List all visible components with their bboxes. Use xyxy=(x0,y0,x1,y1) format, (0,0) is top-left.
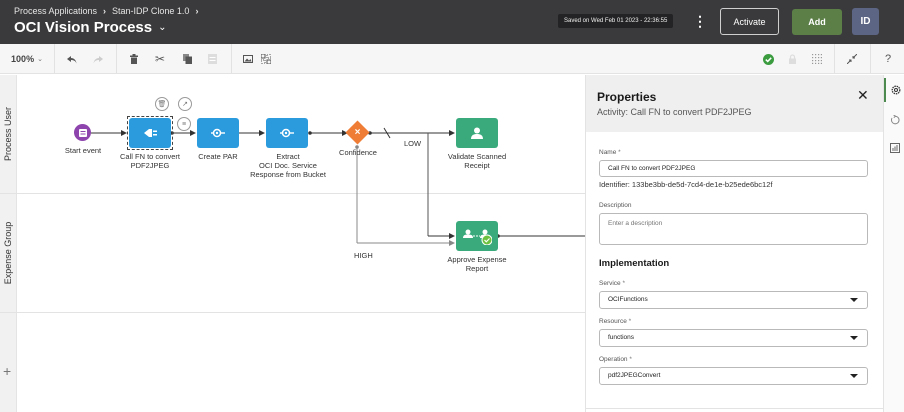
task-create-par[interactable] xyxy=(197,118,239,148)
history-icon[interactable] xyxy=(884,108,904,132)
toolbar-divider xyxy=(54,44,55,73)
panel-divider xyxy=(586,408,884,409)
analytics-icon[interactable] xyxy=(884,136,904,160)
page-title[interactable]: OCI Vision Process ⌄ xyxy=(14,19,167,36)
properties-panel: Properties Activity: Call FN to convert … xyxy=(585,75,884,412)
description-label: Description xyxy=(599,202,632,209)
resource-label: Resource * xyxy=(599,318,632,325)
collapse-icon[interactable] xyxy=(843,44,861,74)
user-icon xyxy=(471,127,483,139)
image-icon[interactable] xyxy=(239,44,257,74)
edge-label-high: HIGH xyxy=(354,251,373,260)
node-menu-icon[interactable]: ≡ xyxy=(177,117,191,131)
app-header: Process Applications › Stan-IDP Clone 1.… xyxy=(0,0,904,44)
breadcrumb-application[interactable]: Stan-IDP Clone 1.0 xyxy=(112,6,190,16)
breadcrumb-process-applications[interactable]: Process Applications xyxy=(14,6,98,16)
saved-status-badge: Saved on Wed Feb 01 2023 - 22:36:55 xyxy=(558,14,674,28)
task-approve[interactable] xyxy=(456,221,498,251)
chevron-right-icon: › xyxy=(103,6,107,16)
add-lane-area xyxy=(0,313,17,412)
operation-label: Operation * xyxy=(599,356,632,363)
properties-subtitle: Activity: Call FN to convert PDF2JPEG xyxy=(597,107,752,117)
toolbar-divider xyxy=(231,44,232,73)
name-field[interactable] xyxy=(599,160,868,177)
start-event[interactable] xyxy=(74,124,91,141)
toolbar: 100% ⌄ ✂ ? xyxy=(0,44,904,74)
zoom-level-dropdown[interactable]: 100% ⌄ xyxy=(11,54,43,64)
breadcrumb: Process Applications › Stan-IDP Clone 1.… xyxy=(14,6,198,16)
implementation-heading: Implementation xyxy=(599,258,670,269)
process-canvas[interactable]: Process User Expense Group + xyxy=(0,75,585,412)
redo-icon[interactable] xyxy=(89,44,107,74)
lane-divider xyxy=(0,312,585,313)
name-label: Name * xyxy=(599,149,621,156)
sequence-flows xyxy=(91,127,585,246)
task-extract[interactable] xyxy=(266,118,308,148)
undo-icon[interactable] xyxy=(63,44,81,74)
chevron-down-icon: ⌄ xyxy=(37,56,43,63)
service-select[interactable]: OCIFunctions xyxy=(599,291,868,309)
selection-outline xyxy=(127,116,173,150)
lock-icon[interactable] xyxy=(783,44,801,74)
activate-button[interactable]: Activate xyxy=(720,8,779,35)
connector-icon xyxy=(211,128,225,138)
lane-expense-group[interactable]: Expense Group xyxy=(0,194,17,312)
copy-icon[interactable] xyxy=(178,44,196,74)
help-icon[interactable]: ? xyxy=(884,53,892,65)
delete-icon[interactable] xyxy=(125,44,143,74)
more-options-icon[interactable]: ⋮ xyxy=(693,13,707,29)
identifier-text: Identifier: 133be3bb-de5d-7cd4-de1e-b25e… xyxy=(599,180,773,189)
start-event-label: Start event xyxy=(64,146,102,155)
delete-node-icon[interactable]: 🗑 xyxy=(155,97,169,111)
exclusive-gateway-x-icon: × xyxy=(354,127,361,138)
grid-icon[interactable] xyxy=(808,44,826,74)
properties-header: Properties Activity: Call FN to convert … xyxy=(586,75,884,132)
caret-down-icon xyxy=(850,374,858,378)
lane-process-user[interactable]: Process User xyxy=(0,75,17,193)
right-rail xyxy=(883,75,904,412)
connect-arrow-icon[interactable]: ↗ xyxy=(178,97,192,111)
chevron-down-icon[interactable]: ⌄ xyxy=(158,22,167,33)
service-label: Service * xyxy=(599,280,626,287)
caret-down-icon xyxy=(850,298,858,302)
task-call-fn-label: Call FN to convert PDF2JPEG xyxy=(119,152,181,170)
layout-icon[interactable] xyxy=(257,44,275,74)
gateway-confidence-label: Confidence xyxy=(339,148,377,157)
chevron-right-icon: › xyxy=(195,6,199,16)
properties-title: Properties xyxy=(597,90,657,104)
task-call-fn[interactable] xyxy=(129,118,171,148)
toolbar-divider xyxy=(116,44,117,73)
task-extract-label: Extract OCI Doc. Service Response from B… xyxy=(250,152,326,179)
connector-icon xyxy=(280,128,294,138)
task-validate-label: Validate Scanned Receipt xyxy=(447,152,507,170)
add-button[interactable]: Add xyxy=(792,9,842,35)
add-lane-plus-icon[interactable]: + xyxy=(3,363,12,379)
lane-divider xyxy=(0,193,585,194)
paste-icon[interactable] xyxy=(203,44,221,74)
caret-down-icon xyxy=(850,336,858,340)
properties-gear-icon[interactable] xyxy=(884,78,904,102)
edge-label-low: LOW xyxy=(404,139,422,148)
approval-users-icon xyxy=(463,229,492,245)
task-approve-label: Approve Expense Report xyxy=(447,255,507,273)
form-icon xyxy=(78,128,87,137)
close-icon[interactable]: ✕ xyxy=(857,87,869,103)
task-validate[interactable] xyxy=(456,118,498,148)
avatar[interactable]: ID xyxy=(852,8,879,35)
cut-icon[interactable]: ✂ xyxy=(154,52,166,66)
operation-select[interactable]: pdf2JPEGConvert xyxy=(599,367,868,385)
toolbar-divider xyxy=(870,44,871,73)
resource-select[interactable]: functions xyxy=(599,329,868,347)
plug-icon xyxy=(144,129,157,137)
description-field[interactable] xyxy=(599,213,868,245)
task-create-par-label: Create PAR xyxy=(198,152,238,161)
toolbar-divider xyxy=(834,44,835,73)
page-title-text: OCI Vision Process xyxy=(14,19,153,36)
validate-check-icon[interactable] xyxy=(759,44,777,74)
